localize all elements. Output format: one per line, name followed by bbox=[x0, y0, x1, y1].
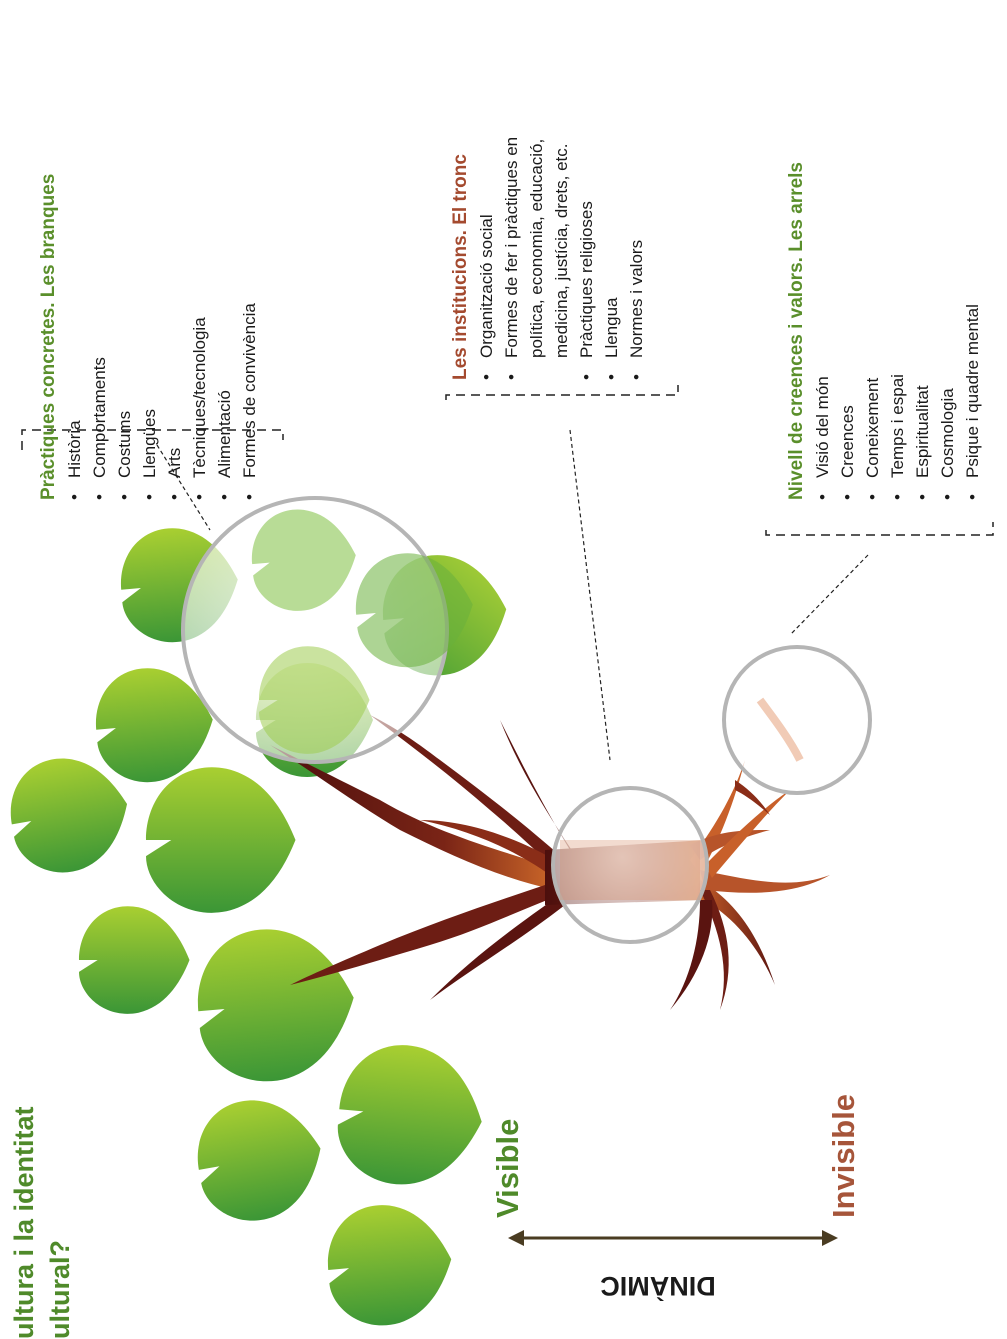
visible-label: Visible bbox=[490, 1119, 526, 1218]
list-item: Organització social bbox=[474, 137, 499, 380]
roots-heading-sub: Les arrels bbox=[786, 162, 807, 252]
list-item-continuation: medicina, justícia, drets, etc. bbox=[549, 137, 574, 380]
list-item: Comportaments bbox=[87, 174, 112, 500]
trunk-heading-main: Les institucions. bbox=[450, 230, 471, 380]
list-item: Llengües bbox=[137, 174, 162, 500]
list-item: Costums bbox=[112, 174, 137, 500]
trunk-heading-sub: El tronc bbox=[450, 154, 471, 225]
branches-heading-main: Pràctiques concretes. bbox=[38, 303, 59, 500]
title-line-1: ultura i la identitat bbox=[6, 1009, 42, 1339]
list-item: Espiritualitat bbox=[910, 162, 935, 500]
list-item: Història bbox=[62, 174, 87, 500]
dynamic-label: DINÀMIC bbox=[578, 1266, 738, 1306]
invisible-label: Invisible bbox=[826, 1094, 862, 1218]
list-item: Normes i valors bbox=[624, 137, 649, 380]
branches-box: Pràctiques concretes. Les branques Histò… bbox=[36, 174, 262, 500]
roots-box: Nivell de creences i valors. Les arrels … bbox=[784, 162, 985, 500]
list-item: Formes de convivència bbox=[237, 174, 262, 500]
roots-heading-main: Nivell de creences i valors. bbox=[786, 257, 807, 500]
list-item: Temps i espai bbox=[885, 162, 910, 500]
list-item: Alimentació bbox=[212, 174, 237, 500]
list-item: Psique i quadre mental bbox=[960, 162, 985, 500]
list-item: Creences bbox=[835, 162, 860, 500]
trunk-list: Organització social Formes de fer i pràc… bbox=[474, 137, 649, 380]
list-item: Cosmologia bbox=[935, 162, 960, 500]
branches-heading-sub: Les branques bbox=[38, 174, 59, 298]
branches-heading: Pràctiques concretes. Les branques bbox=[36, 174, 62, 500]
roots-heading: Nivell de creences i valors. Les arrels bbox=[784, 162, 810, 500]
list-item: Visió del món bbox=[810, 162, 835, 500]
roots-list: Visió del món Creences Coneixement Temps… bbox=[810, 162, 985, 500]
list-item: Arts bbox=[162, 174, 187, 500]
list-item: Llengua bbox=[599, 137, 624, 380]
dynamic-arrow bbox=[508, 1230, 838, 1246]
trunk-box: Les institucions. El tronc Organització … bbox=[448, 137, 649, 380]
title-line-2: ultural? bbox=[42, 1009, 78, 1339]
list-item: Formes de fer i pràctiques en bbox=[499, 137, 524, 380]
list-item: Coneixement bbox=[860, 162, 885, 500]
list-item: Pràctiques religioses bbox=[574, 137, 599, 380]
page-title: ultura i la identitat ultural? bbox=[6, 1009, 78, 1339]
branches-list: Història Comportaments Costums Llengües … bbox=[62, 174, 262, 500]
list-item-continuation: política, economia, educació, bbox=[524, 137, 549, 380]
trunk-heading: Les institucions. El tronc bbox=[448, 137, 474, 380]
list-item: Tècniques/tecnologia bbox=[187, 174, 212, 500]
